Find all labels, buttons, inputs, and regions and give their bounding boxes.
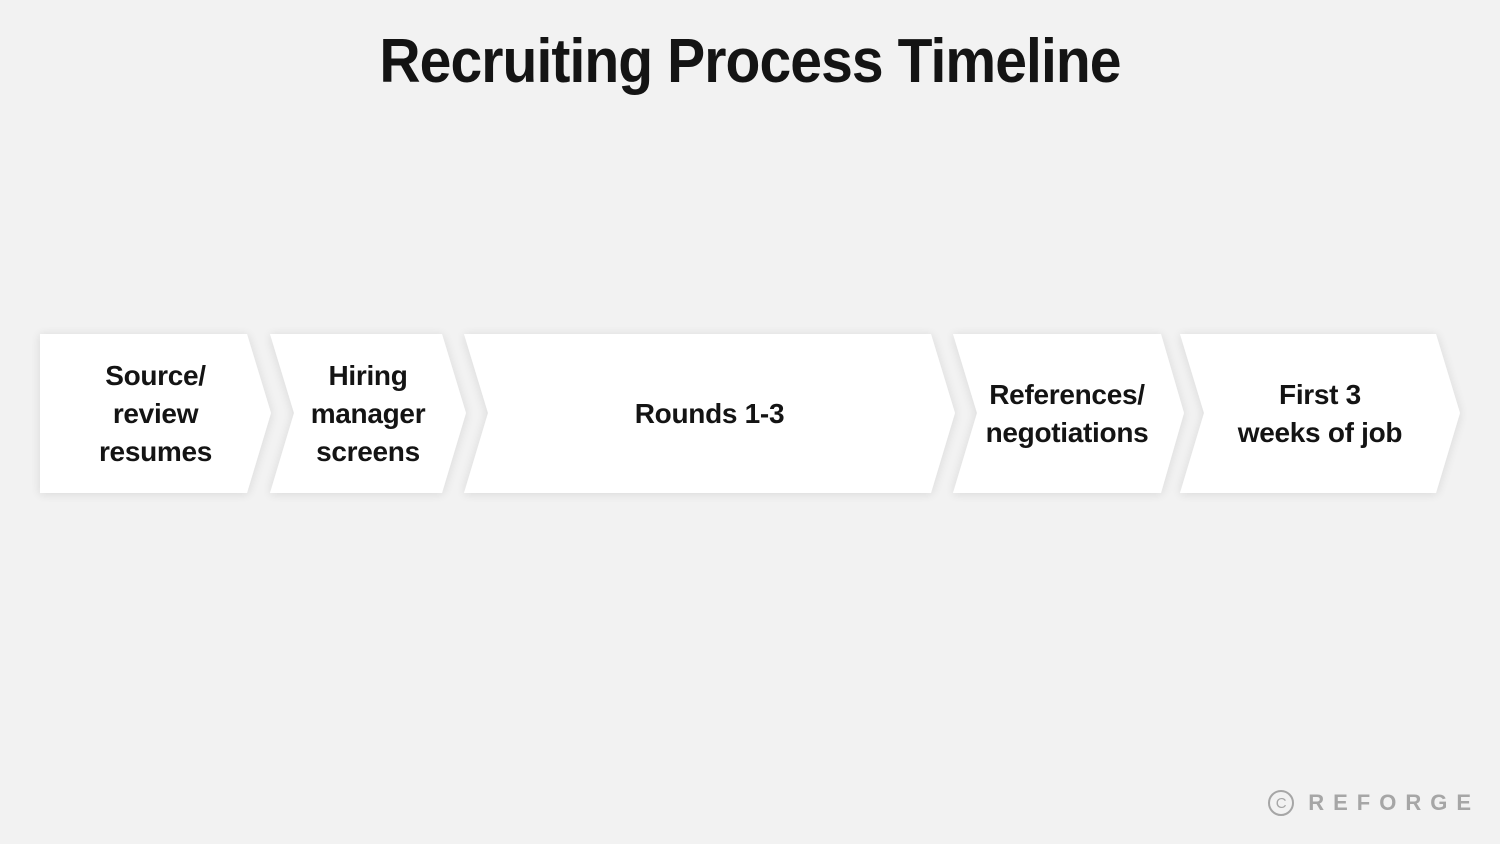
step-label-references: References/ negotiations (985, 379, 1149, 448)
step-label-hiring-manager: Hiring manager screens (310, 360, 426, 467)
step-label-rounds: Rounds 1-3 (634, 398, 785, 429)
chevron-step-2 (270, 334, 466, 493)
chevron-step-5 (1180, 334, 1460, 493)
step-label-source-review: Source/ review resumes (98, 360, 213, 467)
chevron-step-4 (953, 334, 1184, 493)
page-title: Recruiting Process Timeline (379, 27, 1121, 96)
step-label-first-weeks: First 3 weeks of job (1237, 379, 1403, 448)
chevron-step-1 (40, 334, 271, 493)
chevron-step-3 (464, 334, 955, 493)
brand-footer: C REFORGE (1268, 790, 1480, 816)
copyright-icon: C (1268, 790, 1295, 816)
brand-name: REFORGE (1308, 790, 1480, 815)
